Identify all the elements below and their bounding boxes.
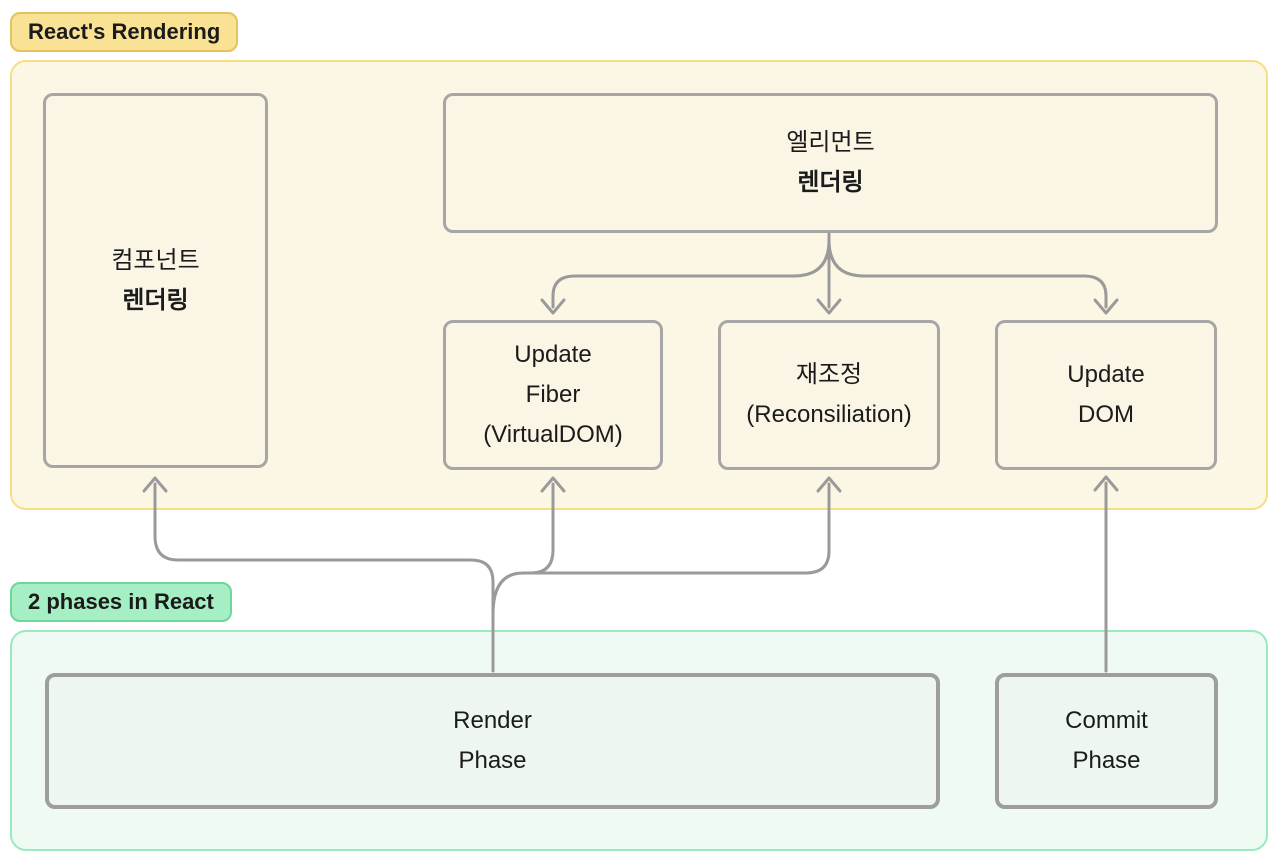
- reconciliation-box: 재조정 (Reconsiliation): [718, 320, 940, 470]
- render-phase-line1: Render: [453, 707, 532, 734]
- component-rendering-line2: 렌더링: [122, 286, 189, 314]
- commit-phase-line2: Phase: [1072, 747, 1141, 774]
- update-dom-line2: DOM: [1078, 401, 1134, 428]
- update-fiber-line2: Fiber: [525, 381, 581, 408]
- element-rendering-line1: 엘리먼트: [786, 129, 875, 156]
- commit-phase-line1: Commit: [1065, 707, 1148, 734]
- element-rendering-box: 엘리먼트 렌더링: [443, 93, 1218, 233]
- phases-section-badge-label: 2 phases in React: [28, 589, 214, 614]
- update-fiber-line1: Update: [514, 341, 592, 368]
- reconciliation-line1: 재조정: [795, 361, 863, 388]
- commit-phase-box: Commit Phase: [995, 673, 1218, 809]
- update-fiber-box: Update Fiber (VirtualDOM): [443, 320, 663, 470]
- phases-section-badge: 2 phases in React: [10, 582, 232, 622]
- reconciliation-line2: (Reconsiliation): [746, 401, 912, 428]
- update-fiber-line3: (VirtualDOM): [483, 421, 623, 448]
- update-dom-line1: Update: [1067, 361, 1145, 388]
- component-rendering-line1: 컴포넌트: [111, 246, 200, 274]
- rendering-section-badge: React's Rendering: [10, 12, 239, 52]
- render-phase-line2: Phase: [458, 747, 527, 774]
- component-rendering-box: 컴포넌트 렌더링: [43, 93, 268, 468]
- element-rendering-line2: 렌더링: [797, 169, 864, 196]
- render-phase-box: Render Phase: [45, 673, 940, 809]
- rendering-section-badge-label: React's Rendering: [28, 19, 221, 44]
- update-dom-box: Update DOM: [995, 320, 1217, 470]
